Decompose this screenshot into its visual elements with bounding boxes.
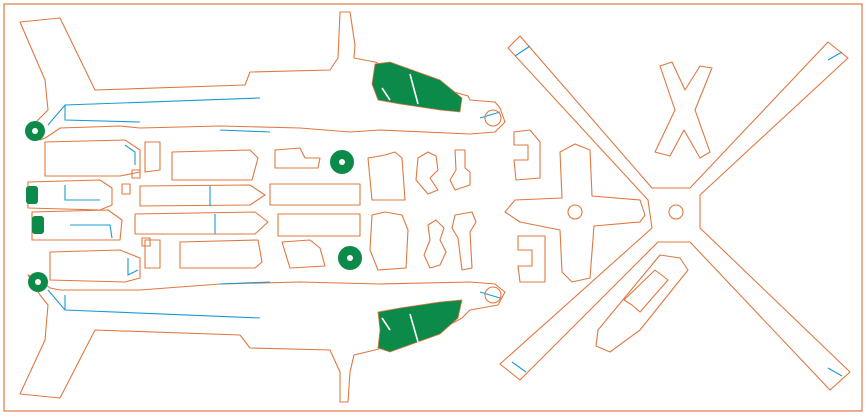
fuselage-top-outline	[19, 11, 506, 141]
strip-4	[269, 183, 361, 206]
fuselage-bottom-score	[47, 281, 501, 319]
side-pod-3-score	[70, 224, 113, 239]
rotor-blade-mark-1	[514, 45, 531, 57]
side-pod-2-green	[26, 186, 38, 204]
fuselage-bottom-half	[19, 272, 506, 403]
strip-3	[139, 184, 266, 207]
side-pod-4	[49, 249, 141, 283]
connector-1	[415, 151, 439, 195]
strip-1	[144, 141, 161, 173]
canopy-frame-bottom-2	[381, 317, 391, 331]
fuselage-top-half	[19, 11, 506, 141]
engine-panel-inner	[623, 269, 669, 313]
fuselage-top-score	[47, 97, 501, 133]
engine-panel	[595, 254, 689, 353]
wheel-2-hole	[347, 255, 353, 261]
pin-2	[451, 211, 477, 271]
rotor-parts	[499, 35, 851, 391]
small-square-3	[121, 183, 131, 195]
tail-rotor-hole	[567, 204, 583, 220]
canopy-frame-top-2	[381, 87, 391, 101]
small-tab-2	[281, 239, 326, 269]
rotor-blade-mark-2	[827, 51, 843, 61]
pin-1	[449, 149, 471, 191]
side-pod-3-green	[32, 216, 44, 234]
nose-circle-top	[484, 109, 502, 127]
rotor-blade-mark-3	[827, 367, 843, 377]
sheet-border	[3, 3, 863, 412]
strip-8	[144, 239, 161, 269]
fuselage-bottom-outline	[19, 274, 506, 403]
tail-hub-bottom-hole	[35, 279, 41, 285]
small-square-1	[131, 169, 141, 179]
small-tab-1	[274, 147, 321, 169]
canopy-frame-top-1	[409, 73, 419, 105]
small-square-2	[141, 237, 151, 247]
connector-2	[423, 219, 447, 269]
side-pod-1-score	[124, 144, 136, 165]
strip-2	[171, 149, 259, 181]
strip-7	[179, 239, 263, 269]
side-pod-4-score	[127, 258, 139, 276]
canopy-glass-top	[371, 61, 463, 113]
canopy-glass-bottom	[377, 299, 463, 353]
former-1	[367, 151, 406, 201]
canopy-frame-bottom-1	[409, 313, 419, 343]
rotor-blade-mark-4	[511, 361, 527, 373]
nose-circle-bottom	[484, 286, 502, 304]
former-2	[369, 211, 409, 271]
strip-6	[277, 213, 361, 237]
tail-hub-top-hole	[32, 128, 38, 134]
x-brace	[654, 61, 713, 159]
side-pod-2	[27, 179, 113, 211]
strip-5	[134, 211, 269, 235]
main-rotor	[499, 35, 851, 391]
side-pod-3	[31, 209, 123, 241]
wheel-1-hole	[339, 159, 345, 165]
interior-parts	[26, 139, 477, 283]
u-bracket-1	[513, 129, 541, 181]
main-rotor-hub-hole	[668, 204, 684, 220]
tail-rotor-cross	[504, 143, 646, 283]
u-bracket-2	[517, 235, 546, 283]
side-pod-2-score	[64, 185, 100, 201]
